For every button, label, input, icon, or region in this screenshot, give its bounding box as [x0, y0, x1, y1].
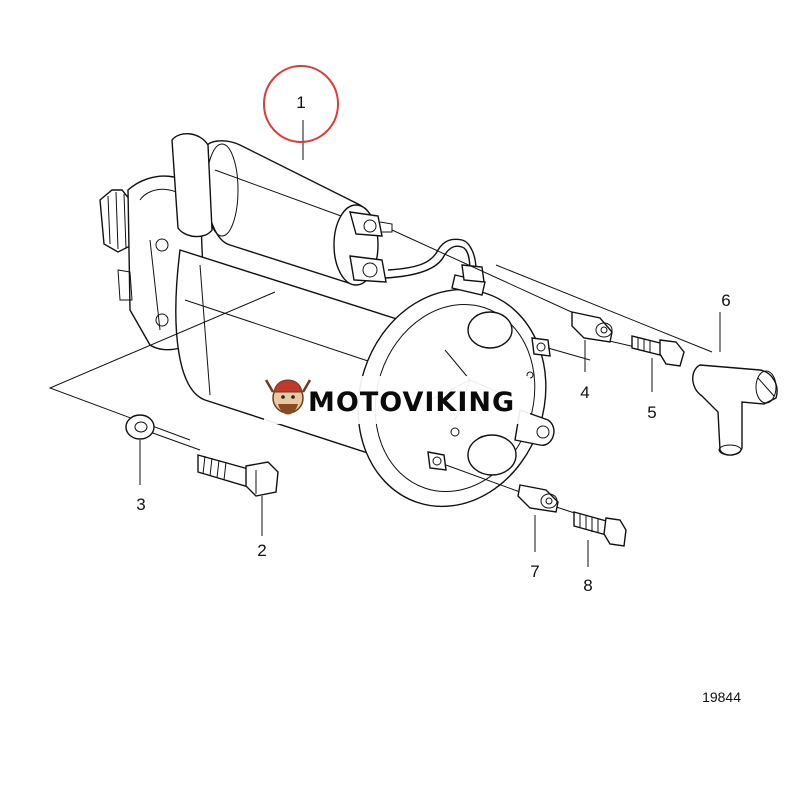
part-spacer-lower — [517, 484, 559, 513]
watermark: MOTOVIKING — [264, 376, 530, 424]
viking-mascot-icon — [264, 379, 312, 415]
callout-3: 3 — [136, 495, 145, 514]
part-washer — [125, 414, 155, 440]
callout-4: 4 — [580, 383, 589, 402]
solenoid — [171, 133, 485, 286]
callout-2: 2 — [257, 541, 266, 560]
part-terminal-boot — [692, 364, 778, 456]
figure-number: 19844 — [702, 689, 741, 705]
watermark-text: MOTOVIKING — [308, 387, 515, 418]
highlight-circle — [263, 65, 339, 143]
part-bolt-long — [197, 454, 279, 497]
callout-6: 6 — [721, 291, 730, 310]
part-screw-upper — [631, 335, 685, 367]
part-spacer-upper — [571, 311, 613, 343]
callout-labels: 1 2 3 4 5 6 7 8 — [136, 93, 730, 595]
starter-motor — [99, 133, 555, 508]
part-screw-lower — [573, 511, 627, 547]
callout-8: 8 — [583, 576, 592, 595]
callout-7: 7 — [530, 562, 539, 581]
callout-1: 1 — [296, 93, 305, 112]
callout-5: 5 — [647, 403, 656, 422]
